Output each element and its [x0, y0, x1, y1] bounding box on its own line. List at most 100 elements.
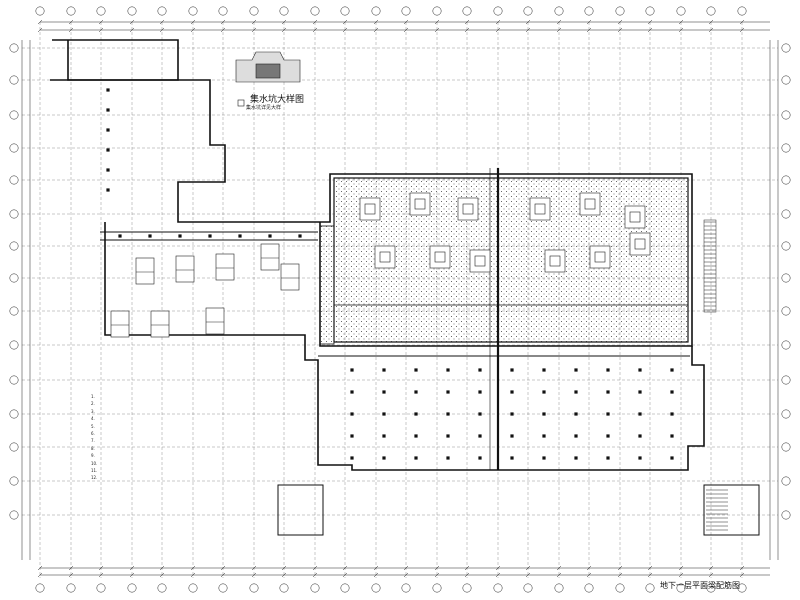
dimension-tick	[403, 572, 409, 578]
axis-bubble	[9, 175, 19, 185]
axis-bubble	[781, 442, 791, 452]
axis-bubble	[462, 583, 472, 593]
column	[106, 108, 110, 112]
dimension-tick	[495, 27, 501, 33]
column	[478, 390, 482, 394]
column	[382, 434, 386, 438]
axis-bubble	[432, 6, 442, 16]
column	[350, 434, 354, 438]
dimension-tick	[129, 19, 135, 25]
dimension-tick	[190, 27, 196, 33]
dimension-tick	[159, 19, 165, 25]
axis-bubble	[706, 6, 716, 16]
axis-bubble	[645, 6, 655, 16]
dimension-tick	[678, 565, 684, 571]
dimension-tick	[586, 572, 592, 578]
axis-bubble	[66, 583, 76, 593]
dimension-tick	[373, 19, 379, 25]
dimension-tick	[556, 27, 562, 33]
axis-bubble	[35, 583, 45, 593]
axis-bubble	[645, 583, 655, 593]
column	[638, 368, 642, 372]
column	[446, 434, 450, 438]
dimension-tick	[556, 572, 562, 578]
column	[350, 412, 354, 416]
axis-bubble	[9, 143, 19, 153]
dimension-tick	[617, 19, 623, 25]
column	[638, 412, 642, 416]
column	[106, 88, 110, 92]
axis-bubble	[279, 6, 289, 16]
dimension-tick	[739, 27, 745, 33]
axis-bubble	[9, 273, 19, 283]
dimension-tick	[129, 27, 135, 33]
dimension-tick	[251, 19, 257, 25]
column	[670, 368, 674, 372]
pit-detail-inner	[534, 203, 546, 215]
dimension-tick	[495, 19, 501, 25]
axis-bubble	[432, 583, 442, 593]
dimension-tick	[98, 19, 104, 25]
dimension-tick	[312, 572, 318, 578]
column	[606, 456, 610, 460]
column	[148, 234, 152, 238]
axis-bubble	[781, 273, 791, 283]
dimension-tick	[37, 27, 43, 33]
dimension-tick	[434, 27, 440, 33]
dimension-tick	[251, 572, 257, 578]
dimension-tick	[37, 565, 43, 571]
column	[350, 390, 354, 394]
column	[446, 368, 450, 372]
axis-bubble	[9, 375, 19, 385]
equipment-block	[280, 263, 300, 291]
dimension-tick	[647, 572, 653, 578]
column	[478, 368, 482, 372]
pit-detail	[629, 232, 651, 256]
axis-bubble	[781, 175, 791, 185]
note-item: 1.	[91, 394, 95, 399]
pit-detail	[624, 205, 646, 229]
pit-detail-inner	[474, 255, 486, 267]
stairs	[703, 219, 728, 531]
pit-detail	[579, 192, 601, 216]
legend-swatch	[237, 99, 245, 107]
axis-bubble	[9, 442, 19, 452]
axis-bubble	[584, 6, 594, 16]
equipment-block	[135, 257, 155, 285]
dimension-tick	[159, 565, 165, 571]
axis-bubble	[371, 583, 381, 593]
column	[478, 434, 482, 438]
dimension-tick	[37, 572, 43, 578]
axis-bubble	[9, 110, 19, 120]
dimension-tick	[434, 565, 440, 571]
axis-bubble	[493, 6, 503, 16]
axis-bubble	[279, 583, 289, 593]
pit-detail	[359, 197, 381, 221]
axis-bubble	[249, 6, 259, 16]
pit-detail-inner	[462, 203, 474, 215]
column	[670, 390, 674, 394]
column	[106, 188, 110, 192]
pit-detail-inner	[549, 255, 561, 267]
column	[238, 234, 242, 238]
dimension-tick	[37, 19, 43, 25]
pit-detail	[457, 197, 479, 221]
dimension-tick	[464, 19, 470, 25]
lower-outline	[104, 222, 705, 471]
note-item: 4.	[91, 416, 95, 422]
column	[414, 412, 418, 416]
column	[606, 368, 610, 372]
dimension-tick	[129, 572, 135, 578]
note-item: 5.	[91, 423, 95, 429]
detail-note: 集水坑详见大样	[246, 105, 282, 111]
dimension-tick	[220, 572, 226, 578]
axis-bubble	[310, 583, 320, 593]
dimension-tick	[312, 565, 318, 571]
dimension-tick	[647, 19, 653, 25]
axis-bubble	[615, 6, 625, 16]
equipment-block	[205, 307, 225, 335]
dimension-tick	[678, 19, 684, 25]
stair-outline	[703, 219, 717, 313]
equipment-block	[175, 255, 195, 283]
axis-bubble	[584, 583, 594, 593]
